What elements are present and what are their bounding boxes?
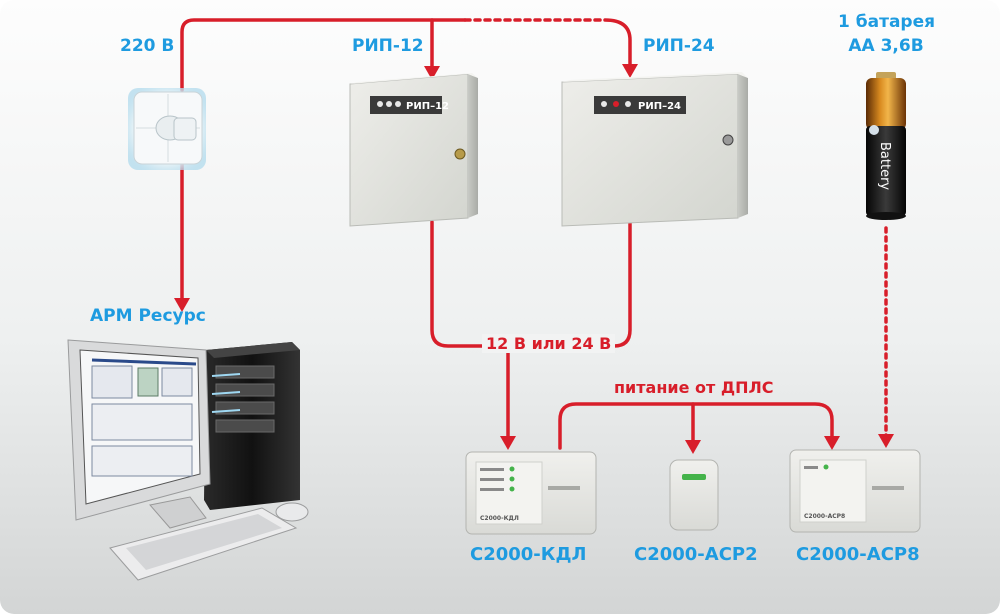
kdl-module: С2000-КДЛ bbox=[465, 451, 597, 535]
mains-label: 220 В bbox=[120, 36, 175, 56]
battery-icon: Battery bbox=[866, 72, 906, 220]
mains-bus-wire bbox=[180, 18, 467, 92]
arrow-rip12 bbox=[424, 66, 440, 80]
rip12-label: РИП-12 bbox=[352, 36, 424, 56]
battery-label-line1: 1 батарея bbox=[838, 12, 936, 32]
rip12-cabinet: РИП–12 bbox=[349, 73, 478, 227]
acp8-plate-text: С2000-АСР8 bbox=[804, 513, 845, 520]
computer-workstation-icon bbox=[67, 339, 309, 581]
arm-label: АРМ Ресурс bbox=[90, 306, 206, 326]
arrow-acp8-battery bbox=[878, 434, 894, 448]
arrow-acp8-dpls bbox=[824, 436, 840, 450]
dpls-bus-wire bbox=[558, 402, 834, 450]
arrow-rip24 bbox=[622, 64, 638, 78]
arrow-kdl bbox=[500, 436, 516, 450]
battery-label-text: Battery bbox=[877, 142, 892, 190]
rip24-plate-text: РИП–24 bbox=[638, 101, 681, 112]
acp8-module: С2000-АСР8 bbox=[789, 449, 921, 533]
rip12-plate-text: РИП–12 bbox=[406, 101, 449, 112]
arrow-acp2 bbox=[685, 440, 701, 454]
dpls-power-label: питание от ДПЛС bbox=[614, 378, 774, 397]
rip12-output-wire bbox=[430, 220, 490, 348]
acp2-module bbox=[669, 459, 719, 531]
kdl-label: С2000-КДЛ bbox=[470, 544, 587, 565]
rip24-label: РИП-24 bbox=[643, 36, 715, 56]
power-socket-icon bbox=[128, 88, 206, 170]
acp8-label: С2000-АСР8 bbox=[796, 544, 920, 565]
battery-label-line2: АА 3,6В bbox=[848, 36, 924, 56]
arrow-heads bbox=[174, 64, 894, 454]
voltage-label: 12 В или 24 В bbox=[482, 334, 616, 353]
kdl-plate-text: С2000-КДЛ bbox=[480, 515, 519, 522]
arrow-arm bbox=[174, 298, 190, 312]
rip24-cabinet: РИП–24 bbox=[561, 72, 748, 227]
rip24-feed-wire bbox=[603, 18, 632, 70]
acp2-label: С2000-АСР2 bbox=[634, 544, 758, 565]
